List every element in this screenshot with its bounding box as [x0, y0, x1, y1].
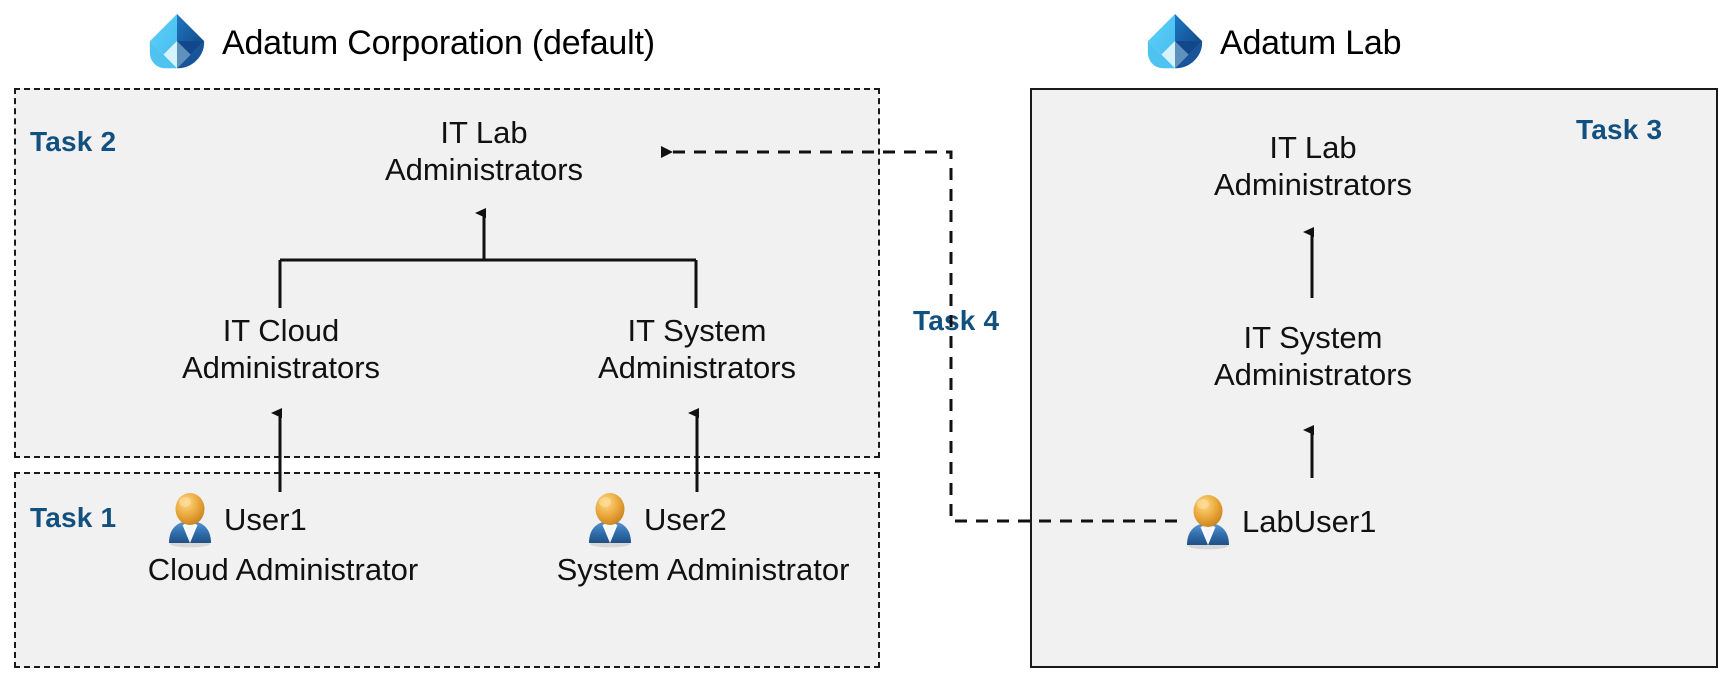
- lab-group-it-system-administrators: IT System Administrators: [1198, 320, 1428, 393]
- user-entry-user2: User2: [584, 492, 727, 548]
- group-line-1: IT System: [627, 313, 767, 348]
- group-line-2: Administrators: [597, 349, 797, 385]
- tenant-header-adatum-corporation: Adatum Corporation (default): [146, 12, 655, 74]
- group-line-1: IT System: [1243, 320, 1383, 355]
- group-it-lab-administrators: IT Lab Administrators: [369, 115, 599, 188]
- group-line-1: IT Cloud: [222, 313, 340, 348]
- task4-label: Task 4: [913, 305, 1000, 336]
- group-line-1: IT Lab: [1269, 130, 1357, 165]
- group-line-2: Administrators: [1213, 166, 1413, 202]
- group-line-2: Administrators: [384, 151, 584, 187]
- azure-ad-diamond-icon: [146, 12, 208, 74]
- task1-label: Task 1: [30, 502, 117, 533]
- azure-ad-diamond-icon: [1144, 12, 1206, 74]
- task2-label: Task 2: [30, 126, 117, 157]
- tenant-header-adatum-lab: Adatum Lab: [1144, 12, 1402, 74]
- user1-role-caption: Cloud Administrator: [147, 552, 419, 587]
- user-entry-user1: User1: [164, 492, 307, 548]
- user-avatar-icon: [164, 492, 216, 548]
- group-line-2: Administrators: [181, 349, 381, 385]
- user2-role-caption: System Administrator: [556, 552, 850, 587]
- group-line-1: IT Lab: [440, 115, 528, 150]
- user-name-label: LabUser1: [1242, 504, 1377, 539]
- group-it-cloud-administrators: IT Cloud Administrators: [166, 313, 396, 386]
- tenant-name-label: Adatum Corporation (default): [222, 23, 655, 62]
- group-line-2: Administrators: [1213, 356, 1413, 392]
- user-avatar-icon: [1182, 494, 1234, 550]
- user-avatar-icon: [584, 492, 636, 548]
- group-it-system-administrators: IT System Administrators: [582, 313, 812, 386]
- tenant-name-label: Adatum Lab: [1220, 23, 1402, 62]
- lab-group-it-lab-administrators: IT Lab Administrators: [1198, 130, 1428, 203]
- user-name-label: User2: [644, 502, 727, 537]
- user-entry-labuser1: LabUser1: [1182, 494, 1376, 550]
- user-name-label: User1: [224, 502, 307, 537]
- task3-label: Task 3: [1576, 114, 1663, 145]
